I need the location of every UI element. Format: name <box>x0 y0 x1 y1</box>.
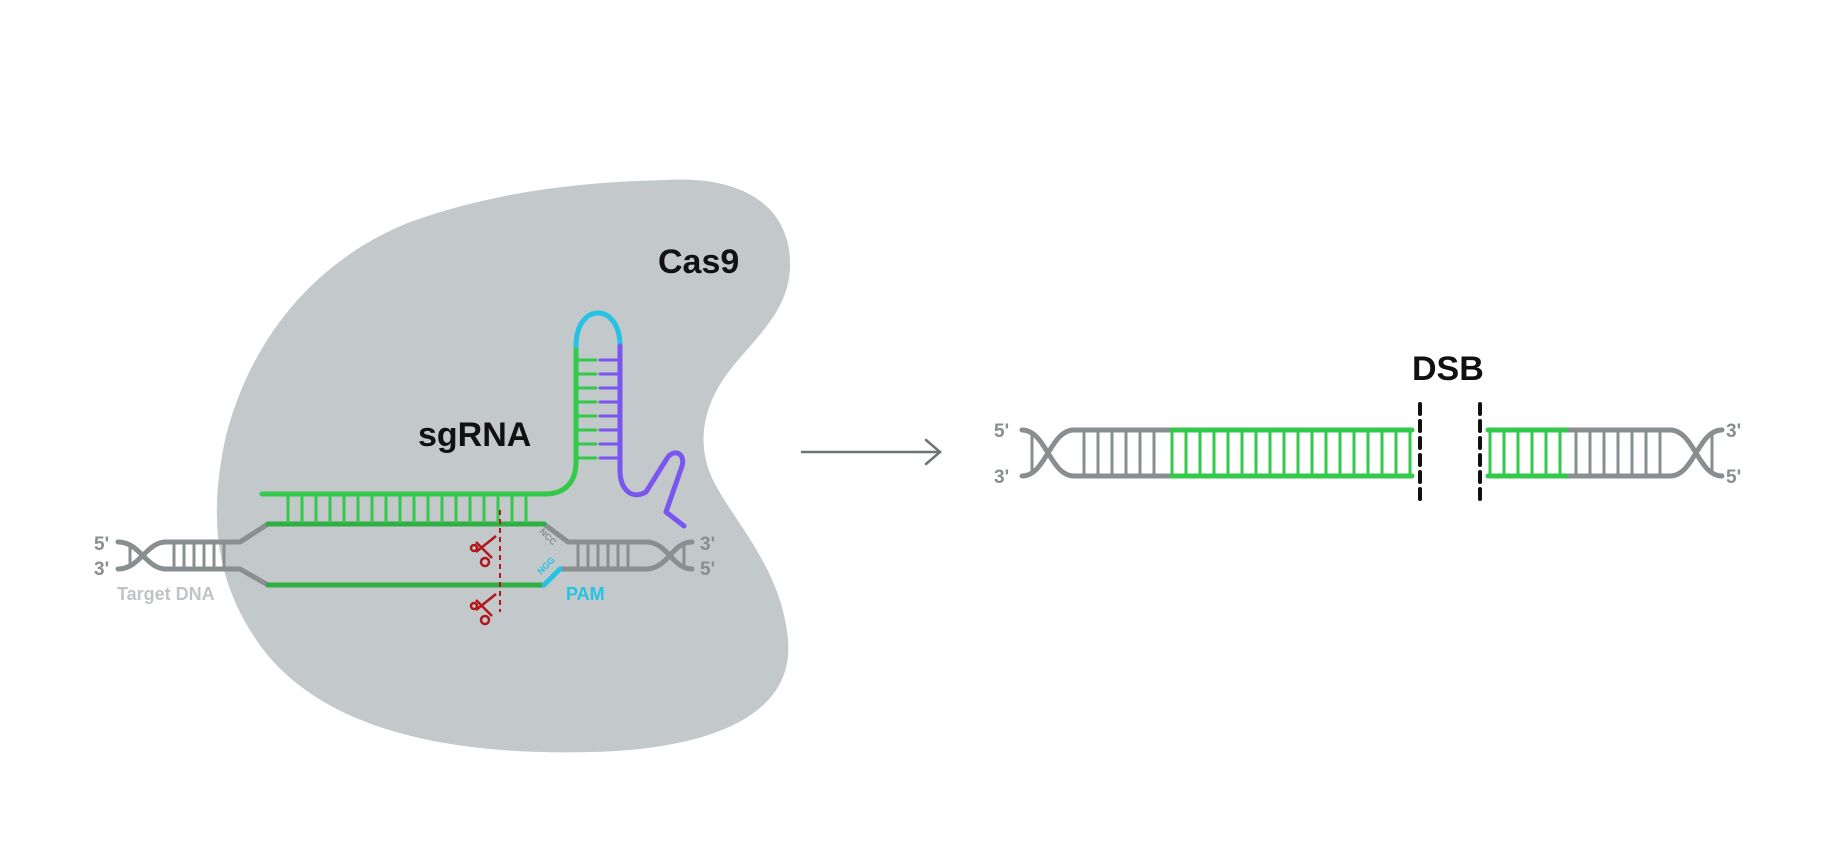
cleaved-dna <box>1019 402 1725 502</box>
cut-site <box>469 510 501 626</box>
scissors-icon <box>469 535 497 568</box>
cas9-protein-shape <box>216 179 791 753</box>
sgrna-loop <box>573 310 623 349</box>
sgrna-tail <box>617 343 687 529</box>
dna-fragment-left <box>1019 427 1415 479</box>
dsb-label: DSB <box>1412 350 1484 388</box>
target-dna-label: Target DNA <box>117 584 215 604</box>
cleaved-top-5prime-label: 5' <box>994 421 1009 442</box>
sgrna <box>259 310 687 529</box>
target-top-3prime-label: 3' <box>700 534 715 555</box>
guide-target-pairs <box>286 494 528 524</box>
cleaved-bottom-3prime-label: 3' <box>994 467 1009 488</box>
pam-label: PAM <box>566 584 605 604</box>
cleaved-top-3prime-label: 3' <box>1726 421 1741 442</box>
sgrna-guide-strand <box>259 343 579 497</box>
stem-pairs-green <box>576 358 598 460</box>
pam-segment <box>541 566 563 588</box>
right-arrow-icon <box>800 438 942 466</box>
target-bottom-5prime-label: 5' <box>700 559 715 580</box>
target-top-5prime-label: 5' <box>94 534 109 555</box>
sgrna-label: sgRNA <box>418 416 531 454</box>
target-dna-right-duplex <box>541 521 695 572</box>
target-bottom-3prime-label: 3' <box>94 559 109 580</box>
scissors-icon <box>469 593 497 626</box>
stem-pairs-purple <box>598 358 620 460</box>
cas9-label: Cas9 <box>658 243 739 281</box>
cleaved-bottom-5prime-label: 5' <box>1726 467 1741 488</box>
target-dna-left-duplex <box>115 521 271 588</box>
target-dna: NGG NCC <box>115 521 695 588</box>
dna-fragment-right <box>1485 427 1725 479</box>
